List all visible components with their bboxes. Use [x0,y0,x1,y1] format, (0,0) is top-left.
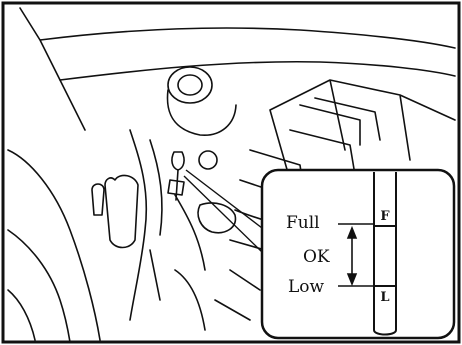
low-label: Low [288,277,325,297]
ok-label: OK [303,247,330,267]
dipstick-full-mark: F [380,209,390,224]
full-label: Full [286,213,320,233]
dipstick-inset-box [262,170,454,338]
dipstick-low-mark: L [380,290,389,305]
